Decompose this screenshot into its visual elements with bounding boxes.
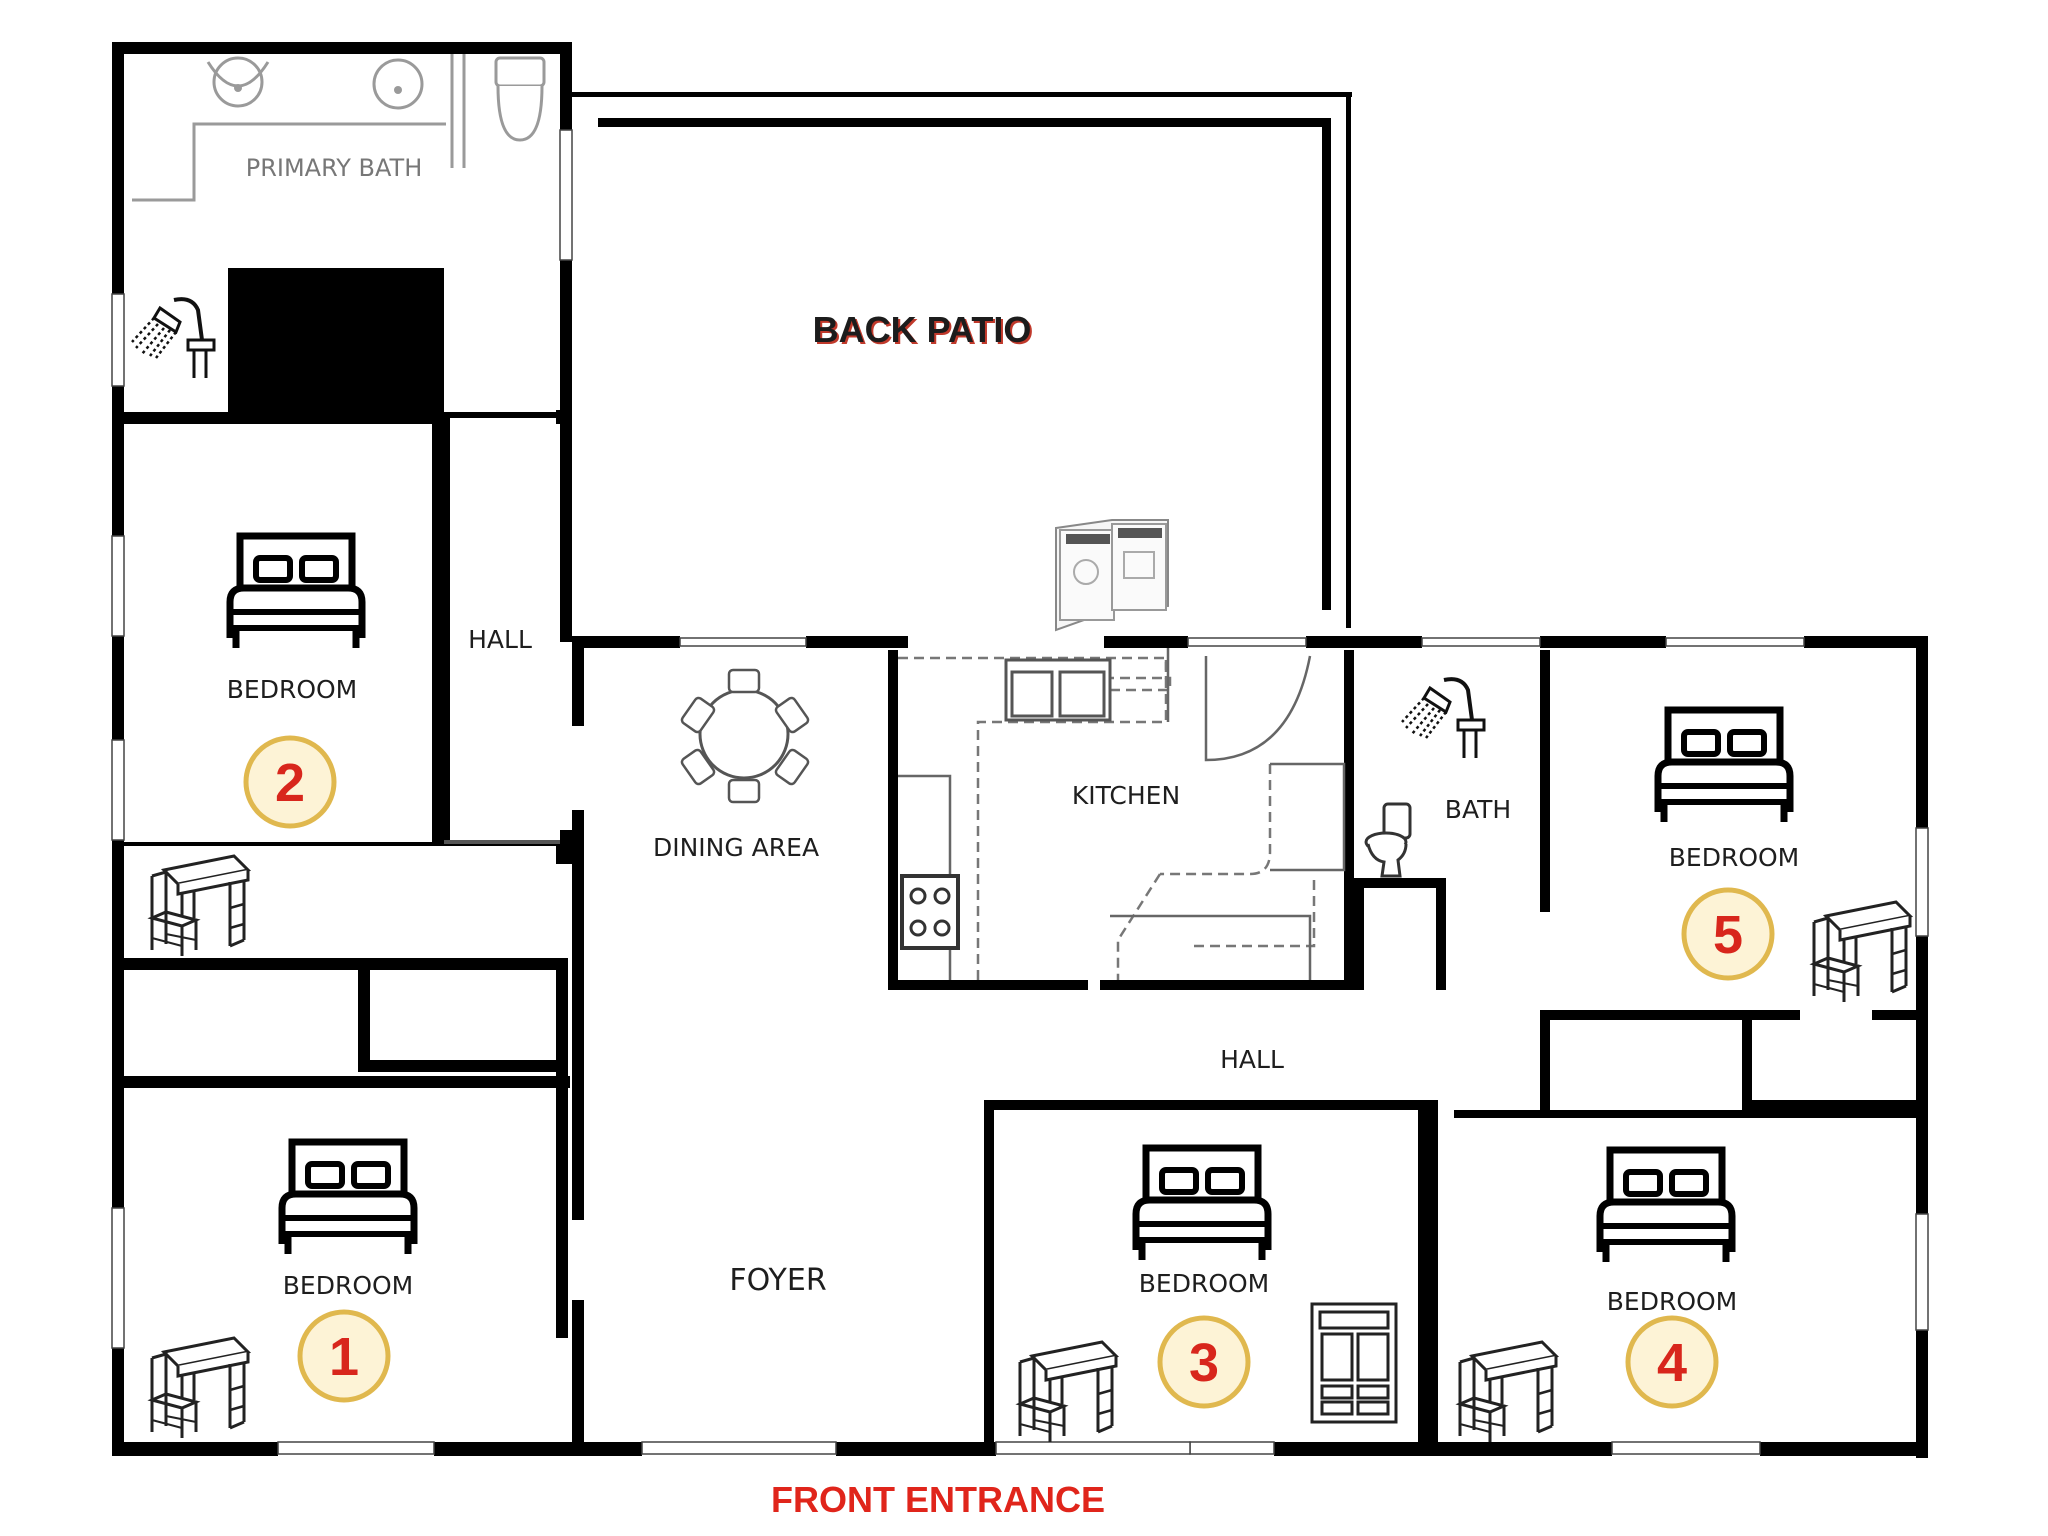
bedroom-5-label: BEDROOM xyxy=(1669,843,1800,872)
hall-label-lower: HALL xyxy=(1220,1045,1284,1074)
badge-3-number: 3 xyxy=(1189,1333,1219,1393)
bed-icon xyxy=(1132,1140,1272,1260)
badge-4-number: 4 xyxy=(1657,1333,1687,1393)
sink-icon xyxy=(372,58,424,110)
bedroom-2-label: BEDROOM xyxy=(227,675,358,704)
bed-icon xyxy=(1596,1142,1736,1262)
badge-3: 3 xyxy=(1157,1315,1251,1409)
dining-table-icon xyxy=(679,668,811,804)
walls xyxy=(112,42,1928,1458)
desk-icon xyxy=(1812,900,1912,1004)
back-patio-label: BACK PATIO xyxy=(815,311,1034,352)
badge-1: 1 xyxy=(297,1309,391,1403)
badge-2-number: 2 xyxy=(275,753,305,813)
bedroom-4-label: BEDROOM xyxy=(1607,1287,1738,1316)
front-entrance-label: FRONT ENTRANCE xyxy=(771,1479,1105,1520)
primary-bath-fixtures xyxy=(130,54,546,416)
primary-bath-label: PRIMARY BATH xyxy=(246,154,423,182)
badge-5-number: 5 xyxy=(1713,905,1743,965)
hall-label-upper: HALL xyxy=(468,625,532,654)
foyer-label: FOYER xyxy=(729,1263,826,1298)
badge-4: 4 xyxy=(1625,1315,1719,1409)
kitchen-counters xyxy=(898,656,1316,980)
washer-dryer-icon xyxy=(1055,519,1169,632)
desk-icon xyxy=(1458,1340,1558,1444)
desk-icon xyxy=(1018,1340,1118,1444)
badge-2: 2 xyxy=(243,735,337,829)
bath-label: BATH xyxy=(1445,795,1511,824)
toilet-icon xyxy=(494,56,546,142)
bed-icon xyxy=(278,1134,418,1254)
shower-enclosure xyxy=(228,268,444,416)
badge-1-number: 1 xyxy=(329,1327,359,1387)
toilet-icon xyxy=(1364,802,1412,878)
stove-icon xyxy=(900,874,960,950)
desk-icon xyxy=(150,1336,250,1440)
bed-icon xyxy=(226,528,366,648)
sink-icon xyxy=(206,56,270,108)
desk-icon xyxy=(150,854,250,958)
badge-5: 5 xyxy=(1681,887,1775,981)
back-patio-label-front: BACK PATIO xyxy=(813,309,1032,350)
kitchen-solid-counters xyxy=(898,648,1346,980)
bedroom-3-label: BEDROOM xyxy=(1139,1269,1270,1298)
bed-icon xyxy=(1654,702,1794,822)
dresser-icon xyxy=(1310,1302,1398,1424)
shower-icon xyxy=(130,297,216,380)
double-sink xyxy=(1004,658,1112,722)
windows xyxy=(111,129,1929,1455)
dining-area-label: DINING AREA xyxy=(653,833,819,862)
kitchen-label: KITCHEN xyxy=(1072,781,1180,810)
bedroom-1-label: BEDROOM xyxy=(283,1271,414,1300)
shower-icon xyxy=(1400,677,1486,760)
